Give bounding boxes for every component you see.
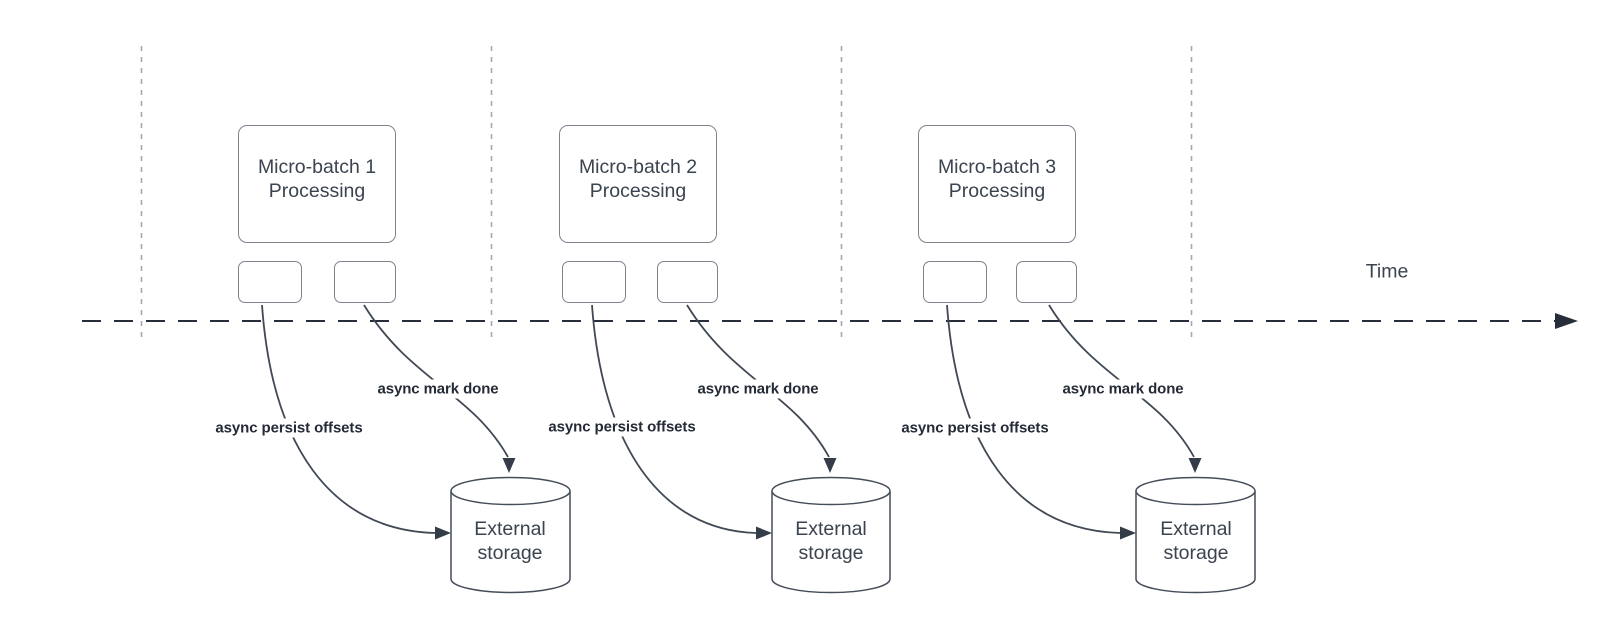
- microbatch-1-label-line2: Processing: [268, 180, 366, 202]
- microbatch-1-persist-task-box: [238, 261, 302, 303]
- async-persist-offsets-label-1: async persist offsets: [212, 418, 366, 438]
- persist-offsets-arrowhead-icon-1: [435, 526, 451, 540]
- external-storage-3-label-line2: storage: [1163, 542, 1229, 564]
- microbatch-1-processing-box: Micro-batch 1 Processing: [238, 125, 396, 243]
- microbatch-3-label-line2: Processing: [948, 180, 1046, 202]
- async-persist-offsets-label-3: async persist offsets: [898, 418, 1052, 438]
- microbatch-2-label-line1: Micro-batch 2: [578, 155, 698, 178]
- external-storage-1-label-line2: storage: [477, 542, 543, 564]
- external-storage-2-label: External storage: [795, 517, 867, 565]
- microbatch-2-markdone-task-box: [657, 261, 718, 303]
- microbatch-2-persist-task-box: [562, 261, 626, 303]
- persist-offsets-arrow-3: [946, 304, 1121, 534]
- mark-done-arrowhead-icon-3: [1188, 458, 1202, 473]
- persist-offsets-arrow-2: [591, 304, 757, 534]
- microbatch-3-markdone-task-box: [1016, 261, 1077, 303]
- microbatch-3-processing-box: Micro-batch 3 Processing: [918, 125, 1076, 243]
- microbatch-2-processing-box: Micro-batch 2 Processing: [559, 125, 717, 243]
- async-mark-done-label-1: async mark done: [374, 379, 502, 399]
- external-storage-cylinder-top-2: [771, 476, 891, 506]
- time-axis-arrowhead-icon: [1555, 313, 1578, 329]
- persist-offsets-arrowhead-icon-2: [756, 526, 772, 540]
- external-storage-3-label: External storage: [1160, 517, 1232, 565]
- microbatch-1-markdone-task-box: [334, 261, 396, 303]
- microbatch-1-label-line1: Micro-batch 1: [257, 155, 377, 178]
- persist-offsets-arrow-1: [261, 304, 436, 534]
- mark-done-arrowhead-icon-2: [823, 458, 837, 473]
- async-persist-offsets-label-2: async persist offsets: [545, 417, 699, 437]
- external-storage-cylinder-top-1: [450, 476, 571, 506]
- external-storage-1-label: External storage: [474, 517, 546, 565]
- mark-done-arrowhead-icon-1: [502, 458, 516, 473]
- async-mark-done-label-3: async mark done: [1059, 379, 1187, 399]
- microbatch-3-label-line1: Micro-batch 3: [937, 155, 1057, 178]
- async-mark-done-label-2: async mark done: [694, 379, 822, 399]
- microbatch-3-persist-task-box: [923, 261, 987, 303]
- external-storage-3-label-line1: External: [1160, 518, 1232, 540]
- external-storage-2-label-line2: storage: [798, 542, 864, 564]
- external-storage-cylinder-1: [450, 491, 571, 594]
- microbatch-2-label-line2: Processing: [589, 180, 687, 202]
- external-storage-1-label-line1: External: [474, 518, 546, 540]
- time-axis-label: Time: [1365, 260, 1409, 283]
- external-storage-2-label-line1: External: [795, 518, 867, 540]
- persist-offsets-arrowhead-icon-3: [1120, 526, 1136, 540]
- external-storage-cylinder-top-3: [1135, 476, 1256, 506]
- external-storage-cylinder-3: [1135, 491, 1256, 594]
- external-storage-cylinder-2: [771, 491, 891, 594]
